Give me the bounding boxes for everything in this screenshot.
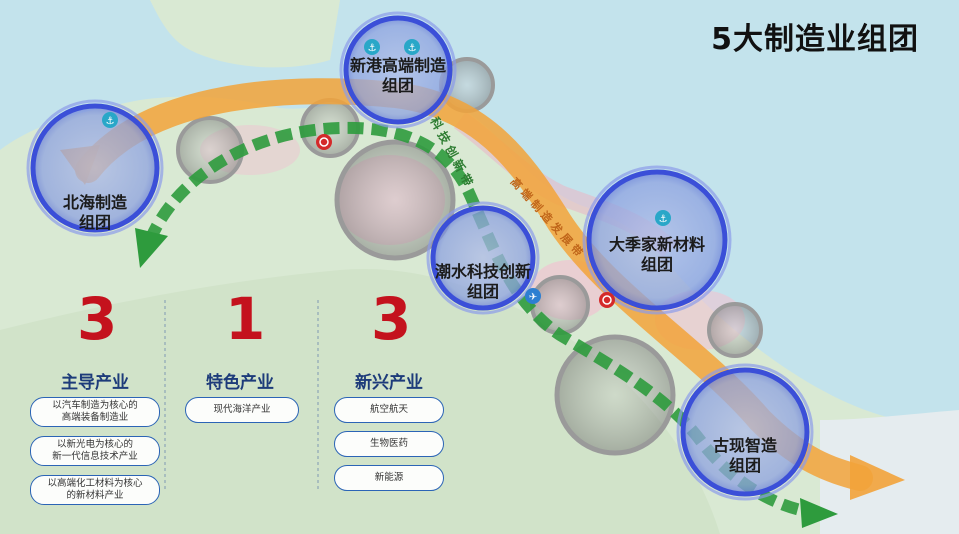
port-icon: ⚓ <box>102 112 118 128</box>
cluster-circle-beihai <box>26 99 164 237</box>
industry-title-featured: 特色产业 <box>206 373 274 393</box>
industry-item: 生物医药 <box>334 431 444 457</box>
cluster-suffix: 组团 <box>640 255 673 274</box>
airport-icon: ✈ <box>525 288 541 304</box>
svg-text:⚓: ⚓ <box>408 43 417 54</box>
cluster-label-chaoshui: 潮水科技创新 组团 <box>413 262 553 302</box>
green-arrowhead <box>800 498 838 528</box>
orange-arrowhead <box>850 455 905 500</box>
green-arrowhead <box>135 228 168 268</box>
cluster-label-xingang: 新港高端制造 组团 <box>328 56 468 96</box>
peninsula <box>150 0 340 68</box>
cluster-name: 北海制造 <box>62 193 127 212</box>
cluster-circle-dajijia <box>582 165 732 315</box>
page-title: 5大制造业组团 <box>711 22 919 57</box>
svg-text:⚓: ⚓ <box>106 116 115 127</box>
industry-item: 以新光电为核心的 新一代信息技术产业 <box>30 436 160 466</box>
industry-count-emerging: 3 <box>371 285 412 353</box>
industry-count-leading: 3 <box>77 285 118 353</box>
cluster-circle-guxian <box>676 363 814 501</box>
port-icon: ⚓ <box>655 210 671 226</box>
svg-text:⚓: ⚓ <box>368 43 377 54</box>
svg-text:✈: ✈ <box>529 292 537 303</box>
cluster-label-beihai: 北海制造 组团 <box>45 193 145 233</box>
secondary-circle <box>334 139 456 261</box>
industry-item: 以高端化工材料为核心 的新材料产业 <box>30 475 160 505</box>
east-coast <box>820 410 959 534</box>
railway-station-icon <box>316 134 332 150</box>
secondary-circle <box>707 302 763 358</box>
railway-station-icon <box>599 292 615 308</box>
cluster-label-guxian: 古现智造 组团 <box>695 436 795 476</box>
cluster-suffix: 组团 <box>381 76 414 95</box>
cluster-name: 潮水科技创新 <box>434 262 531 281</box>
port-icon: ⚓ <box>404 39 420 55</box>
industry-item: 新能源 <box>334 465 444 491</box>
industry-count-featured: 1 <box>225 285 266 353</box>
cluster-name: 新港高端制造 <box>349 56 446 75</box>
industry-item: 以汽车制造为核心的 高端装备制造业 <box>30 397 160 427</box>
cluster-suffix: 组团 <box>466 282 499 301</box>
cluster-name: 古现智造 <box>712 436 777 455</box>
cluster-label-dajijia: 大季家新材料 组团 <box>587 235 727 275</box>
cluster-suffix: 组团 <box>728 456 761 475</box>
cluster-name: 大季家新材料 <box>608 235 705 254</box>
industry-item: 现代海洋产业 <box>185 397 299 423</box>
industry-title-emerging: 新兴产业 <box>355 373 423 393</box>
cluster-suffix: 组团 <box>78 213 111 232</box>
industry-title-leading: 主导产业 <box>61 373 129 393</box>
port-icon: ⚓ <box>364 39 380 55</box>
cluster-circle-chaoshui <box>426 201 540 315</box>
secondary-circle <box>554 334 676 456</box>
svg-text:⚓: ⚓ <box>659 214 668 225</box>
industry-item: 航空航天 <box>334 397 444 423</box>
